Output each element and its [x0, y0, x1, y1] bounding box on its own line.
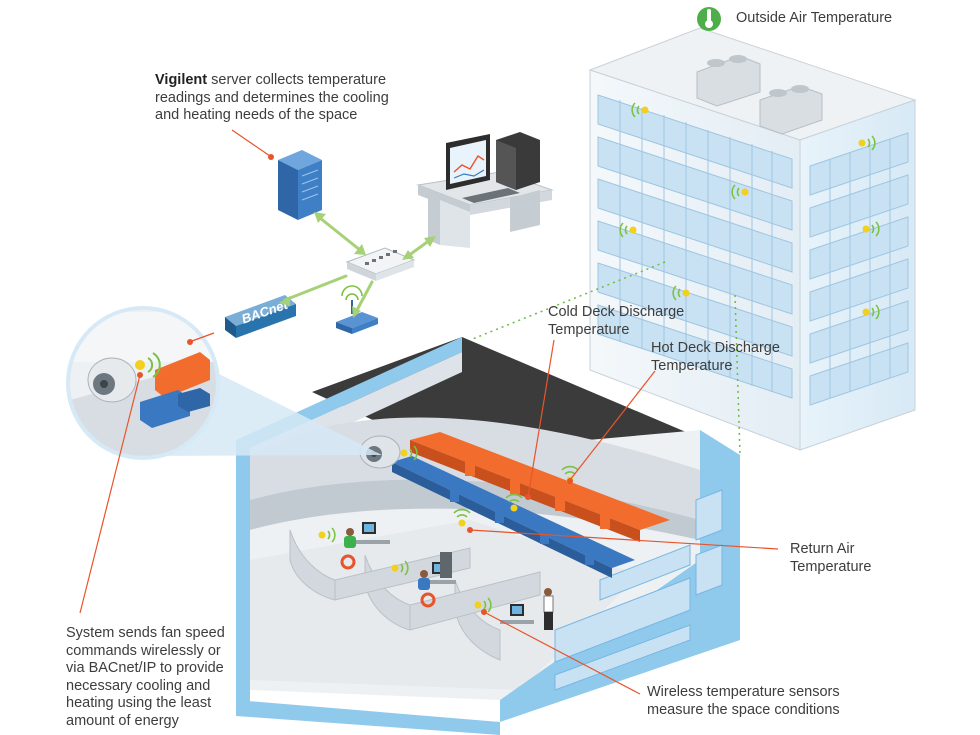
rooftop-units: [696, 55, 823, 135]
office-building: [588, 27, 917, 451]
network-arrows: [283, 216, 432, 314]
window-mullions-side: [829, 139, 891, 398]
building-windows-front: [597, 94, 793, 399]
arrow-heads: [279, 212, 436, 318]
building-windows-side: [809, 132, 909, 406]
floor-sensors: [318, 445, 579, 613]
magnifier-callout: [66, 306, 382, 460]
window-mullions-front: [619, 100, 773, 392]
thermometer-icon: [697, 7, 721, 31]
cubicle-walls: [289, 529, 541, 661]
return-air-label: Return Air Temperature: [790, 541, 872, 575]
leader-lines: [79, 129, 779, 695]
wireless-router-icon: [336, 285, 378, 334]
outside-air-label: Outside Air Temperature: [736, 10, 893, 26]
wireless-sensors-label: Wireless temperature sensors measure the…: [647, 684, 840, 718]
cutaway-windows: [554, 489, 723, 691]
zoom-guide-lines: [469, 261, 741, 456]
hot-deck-label: Hot Deck Discharge Temperature: [651, 340, 780, 374]
cold-deck-label: Cold Deck Discharge Temperature: [548, 304, 685, 338]
server-icon: [278, 150, 322, 220]
vigilent-brand: Vigilent: [155, 72, 208, 88]
leader-dots: [137, 154, 573, 615]
office-workers: [340, 522, 554, 630]
workstation-icon: [416, 132, 554, 248]
network-switch-icon: [345, 247, 416, 281]
vigilent-server-label: Vigilent server collects temperature rea…: [155, 72, 389, 125]
building-sensors: [619, 102, 880, 320]
system-commands-label: System sends fan speed commands wireless…: [66, 625, 225, 729]
vigilent-description: server collects temperature readings and…: [155, 72, 389, 123]
